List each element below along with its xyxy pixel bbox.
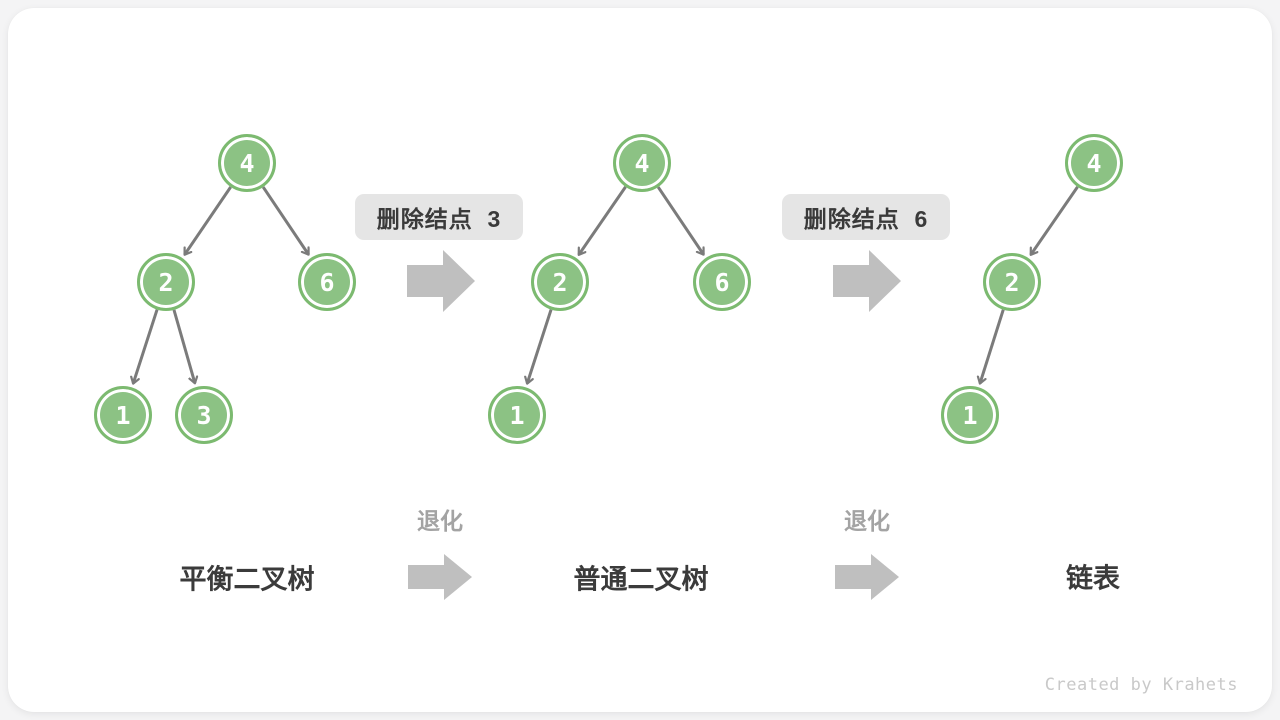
tree-edge-ordinary-2-1 xyxy=(527,309,553,384)
tree-edge-balanced-2-1 xyxy=(133,309,159,384)
step-block-arrow-icon-1 xyxy=(407,250,475,312)
tree-edge-balanced-2-3 xyxy=(172,309,195,383)
tree-edge-ordinary-4-6 xyxy=(656,186,705,255)
degrade-block-arrow-icon-2 xyxy=(835,554,899,600)
diagram-card xyxy=(8,8,1272,712)
tree-edge-linked-list-2-1 xyxy=(980,309,1005,384)
tree-edge-linked-list-4-2 xyxy=(1029,186,1079,255)
degrade-block-arrow-icon-1 xyxy=(408,554,472,600)
tree-edge-balanced-4-6 xyxy=(261,186,310,255)
tree-edge-balanced-4-2 xyxy=(183,186,232,255)
step-block-arrow-icon-2 xyxy=(833,250,901,312)
tree-edge-ordinary-4-2 xyxy=(577,186,627,255)
